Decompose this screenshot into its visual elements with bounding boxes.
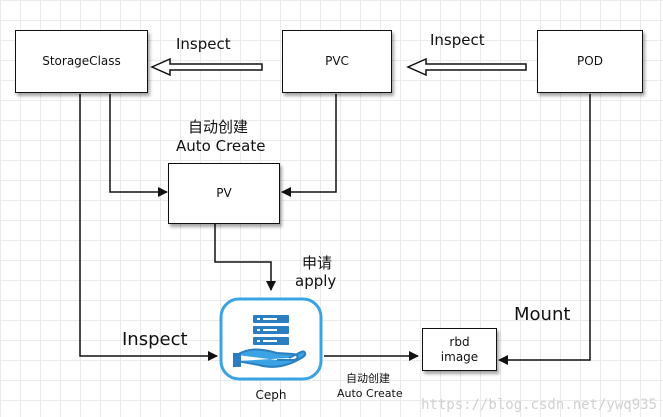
edge-storageclass-to-pv xyxy=(109,94,168,197)
node-rbd-image: rbd image xyxy=(422,328,497,371)
label-auto-create-rbd-en: Auto Create xyxy=(337,387,403,400)
label-inspect-pod-pvc: Inspect xyxy=(430,31,485,49)
node-pod: POD xyxy=(537,30,643,93)
label-mount: Mount xyxy=(514,304,571,325)
ceph-icon xyxy=(219,297,323,381)
label-inspect-sc-ceph: Inspect xyxy=(122,329,188,350)
hollow-arrow-pvc-to-storageclass xyxy=(150,57,263,77)
edge-pv-to-ceph xyxy=(214,224,276,291)
label-auto-create-pv-cn: 自动创建 xyxy=(188,118,249,136)
edge-pvc-to-pv xyxy=(281,94,337,197)
node-pv-label: PV xyxy=(216,186,232,200)
hollow-arrow-pod-to-pvc xyxy=(406,57,527,77)
node-storageclass-label: StorageClass xyxy=(42,54,121,68)
watermark: https://blog.csdn.net/ywq935 xyxy=(420,397,657,413)
label-apply-en: apply xyxy=(295,272,337,290)
edge-pod-to-rbd xyxy=(498,94,591,365)
node-pvc-label: PVC xyxy=(325,54,349,68)
node-pv: PV xyxy=(168,163,280,224)
edge-storageclass-to-ceph xyxy=(79,94,218,361)
node-storageclass: StorageClass xyxy=(15,30,148,93)
label-inspect-pvc-sc: Inspect xyxy=(176,35,231,53)
node-pod-label: POD xyxy=(577,54,603,68)
label-auto-create-pv-en: Auto Create xyxy=(176,137,266,155)
node-ceph-label: Ceph xyxy=(255,388,287,402)
label-apply-cn: 申请 xyxy=(302,254,333,272)
node-pvc: PVC xyxy=(282,30,392,93)
node-rbd-image-label: rbd image xyxy=(440,334,479,364)
label-auto-create-rbd-cn: 自动创建 xyxy=(346,372,390,385)
